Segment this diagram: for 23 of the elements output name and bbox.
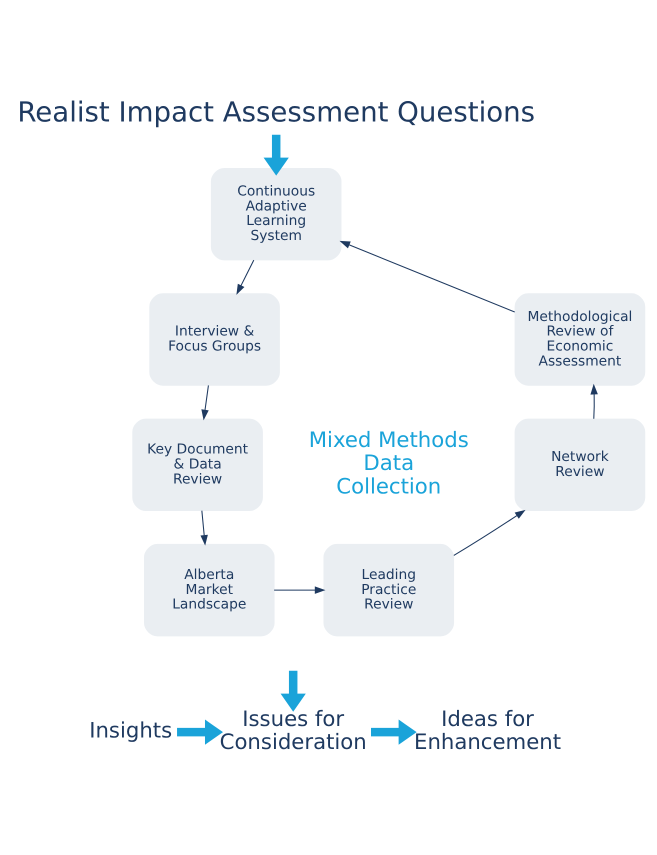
arrow: [590, 384, 598, 419]
node-box: Continuous Adaptive Learning System: [210, 168, 342, 260]
arrow: [274, 586, 326, 594]
node-box: Alberta Market Landscape: [144, 544, 275, 636]
label: Mixed Methods Data Collection: [308, 428, 469, 500]
arrow: [264, 134, 289, 176]
arrow: [280, 670, 306, 712]
node-text: Ideas for Enhancement: [414, 706, 562, 756]
node-text: Realist Impact Assessment Questions: [17, 96, 536, 129]
node-text: Insights: [89, 718, 172, 744]
node-box: Interview & Focus Groups: [149, 293, 280, 386]
arrow: [201, 385, 209, 420]
node-text: Issues for Consideration: [220, 706, 367, 756]
node-box: Leading Practice Review: [323, 544, 454, 636]
arrow: [340, 240, 515, 312]
node-box: Methodological Review of Economic Assessment: [514, 293, 646, 386]
node-box: Network Review: [514, 418, 646, 512]
arrow: [371, 720, 417, 745]
arrow: [177, 720, 223, 745]
node-box: Key Document & Data Review: [132, 418, 263, 512]
arrow: [236, 260, 254, 295]
arrow: [454, 510, 526, 556]
arrow: [200, 510, 208, 546]
